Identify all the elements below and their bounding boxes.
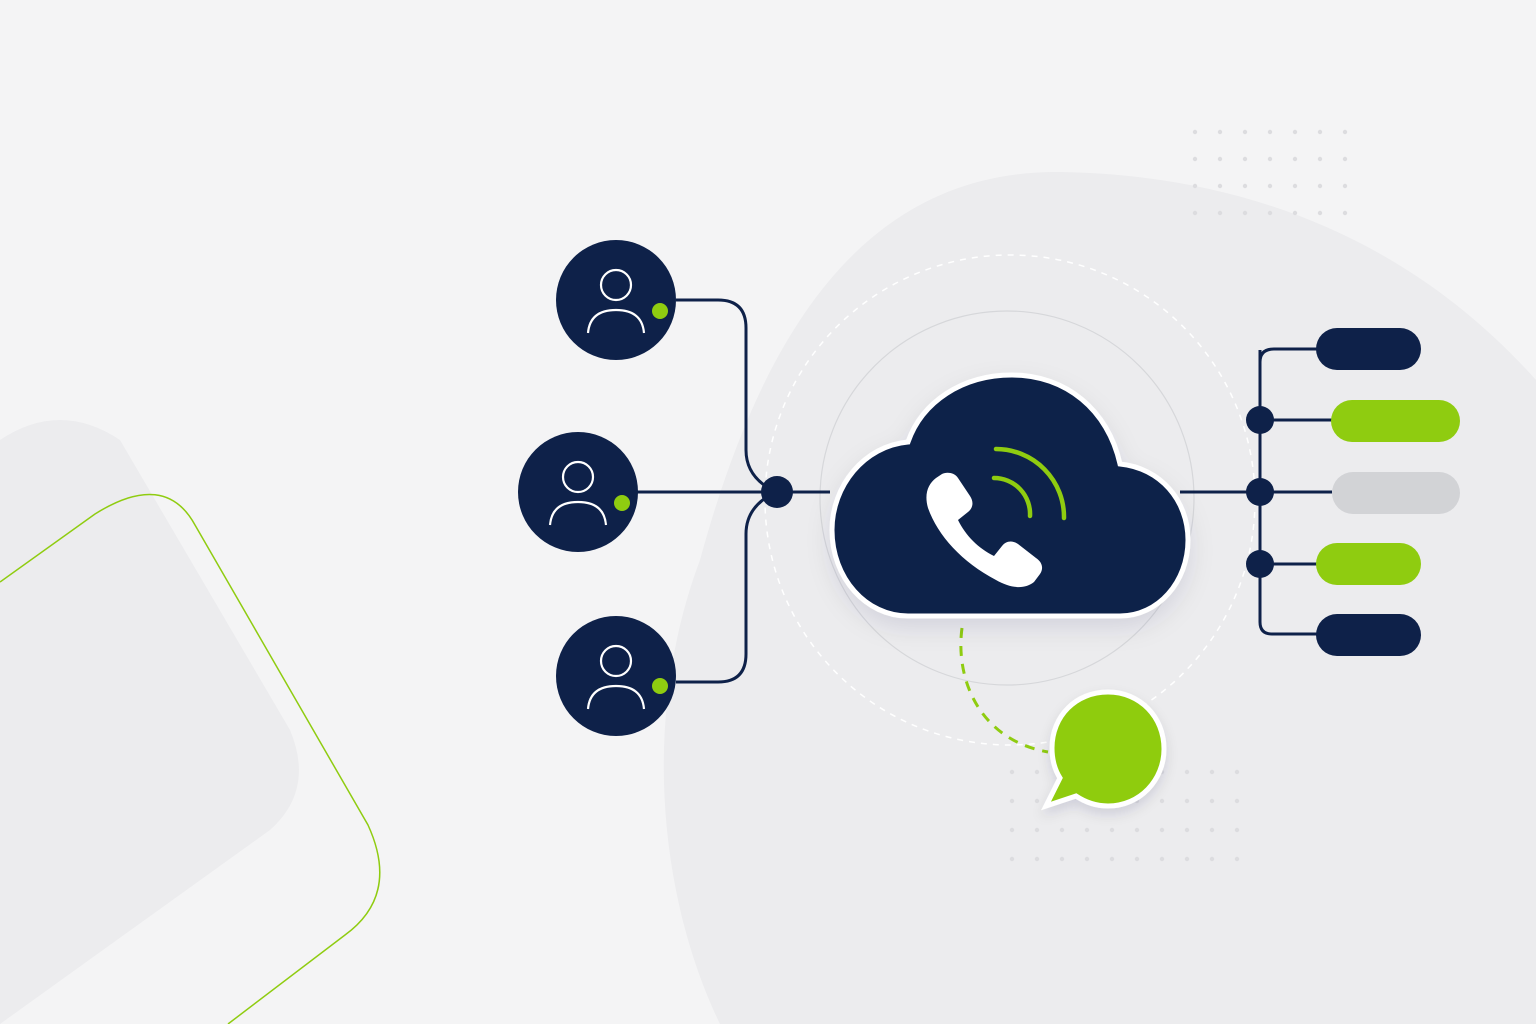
- decor-dot: [1217, 210, 1223, 216]
- status-online-dot: [652, 303, 668, 319]
- decor-dot: [1292, 183, 1298, 189]
- orbit-ring: [819, 310, 1195, 686]
- connector-agent-1: [676, 298, 777, 494]
- decor-dot: [1242, 129, 1248, 135]
- decor-dot: [1342, 129, 1348, 135]
- decor-dot: [1234, 856, 1240, 862]
- decor-dot: [1267, 156, 1273, 162]
- chat-bubble-icon: [1041, 689, 1167, 811]
- route-pill-2[interactable]: [1331, 400, 1460, 442]
- cloud-phone-hub[interactable]: [829, 372, 1191, 619]
- decor-dot: [1267, 129, 1273, 135]
- decor-dot: [1159, 856, 1165, 862]
- decor-dot: [1242, 156, 1248, 162]
- decor-dot: [1009, 856, 1015, 862]
- route-pill-4[interactable]: [1316, 543, 1421, 585]
- agent-avatar-3[interactable]: [556, 616, 676, 736]
- decor-dot: [1009, 798, 1015, 804]
- decor-dot: [1159, 798, 1165, 804]
- decor-dot: [1342, 183, 1348, 189]
- agent-connectors: [637, 298, 830, 684]
- decor-dot: [1317, 129, 1323, 135]
- decor-dot: [1184, 827, 1190, 833]
- background-decor: [0, 129, 1536, 1024]
- user-icon: [586, 644, 646, 710]
- agent-junction-node: [761, 476, 793, 508]
- decor-dot: [1209, 856, 1215, 862]
- route-pill-3[interactable]: [1332, 472, 1460, 514]
- agent-avatar-1[interactable]: [556, 240, 676, 360]
- decor-dot: [1084, 856, 1090, 862]
- connector-agent-3: [676, 490, 777, 684]
- decor-dot: [1292, 129, 1298, 135]
- decor-dot: [1267, 183, 1273, 189]
- decor-dot: [1034, 827, 1040, 833]
- decor-dot: [1192, 183, 1198, 189]
- decor-dot: [1209, 769, 1215, 775]
- decor-dot: [1059, 856, 1065, 862]
- route-list: [1316, 328, 1460, 656]
- decor-dot: [1267, 210, 1273, 216]
- route-node-2: [1246, 406, 1274, 434]
- decor-dot: [1192, 129, 1198, 135]
- decor-dot: [1084, 827, 1090, 833]
- decor-dot: [1217, 156, 1223, 162]
- decor-dot: [1009, 769, 1015, 775]
- decor-dot: [1159, 827, 1165, 833]
- decor-dot: [1292, 156, 1298, 162]
- decor-dot: [1034, 769, 1040, 775]
- agent-avatar-2[interactable]: [518, 432, 638, 552]
- cloud-to-message-link: [959, 627, 1049, 754]
- user-icon: [586, 268, 646, 334]
- decor-dot: [1059, 827, 1065, 833]
- decor-dot: [1242, 210, 1248, 216]
- decor-dot: [1192, 156, 1198, 162]
- decor-dot: [1109, 827, 1115, 833]
- decor-dot: [1209, 798, 1215, 804]
- decor-dot: [1184, 769, 1190, 775]
- status-online-dot: [614, 495, 630, 511]
- decor-dot: [1317, 183, 1323, 189]
- background-green-outline: [0, 493, 381, 1024]
- decor-dot: [1034, 856, 1040, 862]
- message-bubble[interactable]: [1041, 689, 1167, 811]
- decor-dot: [1317, 210, 1323, 216]
- decor-dot: [1234, 827, 1240, 833]
- route-node-3: [1246, 478, 1274, 506]
- agent-list: [518, 240, 676, 736]
- decor-dot: [1134, 827, 1140, 833]
- decor-dot: [1184, 856, 1190, 862]
- decor-dot: [1342, 210, 1348, 216]
- decor-dot: [1292, 210, 1298, 216]
- route-pill-1[interactable]: [1316, 328, 1421, 370]
- background-rounded-square: [0, 420, 299, 1024]
- decor-dot: [1234, 798, 1240, 804]
- decor-dot: [1034, 798, 1040, 804]
- decor-dot: [1242, 183, 1248, 189]
- route-node-4: [1246, 550, 1274, 578]
- route-pill-5[interactable]: [1316, 614, 1421, 656]
- decor-dot: [1109, 856, 1115, 862]
- decor-dot: [1134, 856, 1140, 862]
- status-online-dot: [652, 678, 668, 694]
- decor-dot: [1009, 827, 1015, 833]
- decor-dot: [1234, 769, 1240, 775]
- signal-waves-icon: [991, 446, 1067, 521]
- decor-dot: [1209, 827, 1215, 833]
- cloud-phone-icon: [829, 372, 1191, 619]
- dot-grid-top-right: [1192, 129, 1348, 216]
- connector-route-1: [1258, 347, 1318, 363]
- decor-dot: [1184, 798, 1190, 804]
- user-icon: [548, 460, 608, 526]
- decor-dot: [1217, 183, 1223, 189]
- decor-dot: [1342, 156, 1348, 162]
- decor-dot: [1217, 129, 1223, 135]
- decor-dot: [1192, 210, 1198, 216]
- phone-handset-icon: [926, 472, 1043, 588]
- decor-dot: [1317, 156, 1323, 162]
